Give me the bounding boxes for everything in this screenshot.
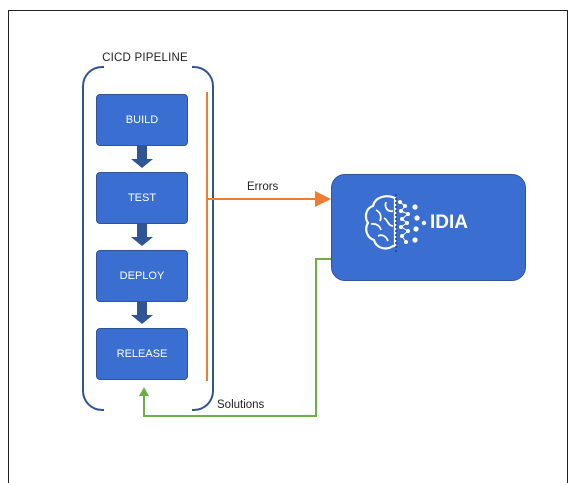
arrow-deploy-release-shaft (137, 302, 147, 316)
stage-build: BUILD (96, 94, 188, 146)
idia-node (331, 174, 526, 281)
errors-label: Errors (247, 181, 279, 193)
arrow-build-test-shaft (137, 146, 147, 160)
arrow-test-deploy-head (131, 237, 153, 246)
stage-deploy: DEPLOY (96, 250, 188, 302)
arrow-build-test-head (131, 159, 153, 168)
solutions-arrow (143, 258, 331, 417)
solutions-arrow-head (139, 387, 149, 396)
arrow-test-deploy-shaft (137, 224, 147, 238)
stage-test: TEST (96, 172, 188, 224)
frame-border-left (8, 10, 9, 483)
solutions-label: Solutions (217, 399, 265, 411)
pipeline-title: CICD PIPELINE (102, 52, 188, 64)
arrow-deploy-release-head (131, 315, 153, 324)
brain-circuit-icon (364, 194, 427, 252)
frame-border-top (8, 10, 568, 11)
frame-border-right (567, 10, 568, 483)
idia-label: IDIA (430, 212, 468, 233)
stage-release: RELEASE (96, 328, 188, 380)
